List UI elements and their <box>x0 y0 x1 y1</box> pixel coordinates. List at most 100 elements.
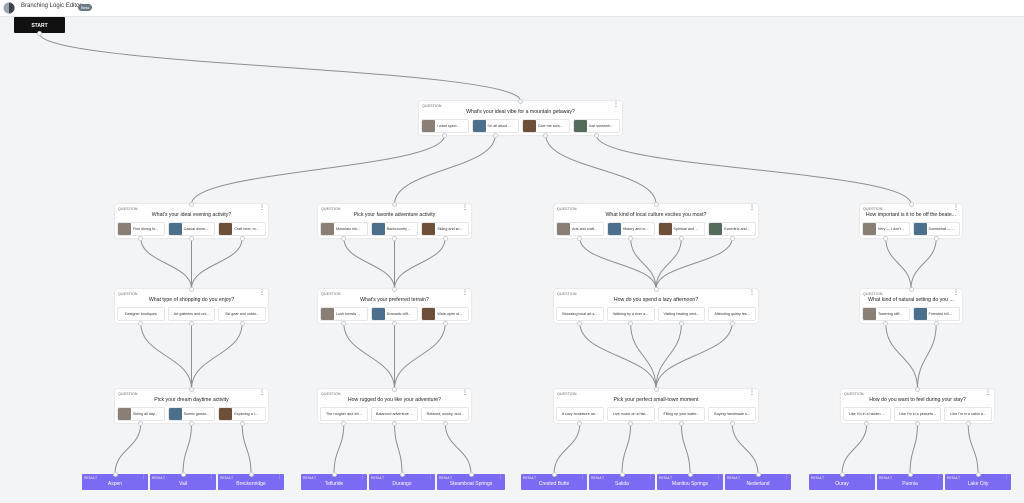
more-vertical-icon[interactable]: ⋮ <box>749 290 755 296</box>
more-vertical-icon[interactable]: ⋮ <box>953 205 959 211</box>
question-node-b3-2[interactable]: QUESTION⋮What kind of natural setting do… <box>860 289 962 323</box>
result-node[interactable]: RESULT⋮Vail <box>150 474 216 490</box>
more-vertical-icon[interactable]: ⋮ <box>259 205 265 211</box>
connector-handle[interactable] <box>729 420 735 426</box>
answer-option[interactable]: Like I'm in a cabin a... <box>944 407 993 421</box>
question-node-b2-2[interactable]: QUESTION⋮How do you spend a lazy afterno… <box>554 289 758 323</box>
connector-handle[interactable] <box>392 286 397 292</box>
answer-option[interactable]: I'm all about ... <box>471 119 519 133</box>
answer-option[interactable]: I want speci... <box>421 119 469 133</box>
more-vertical-icon[interactable]: ⋮ <box>749 205 755 211</box>
connector-handle[interactable] <box>341 420 347 426</box>
more-vertical-icon[interactable]: ⋮ <box>141 474 146 480</box>
connector-handle[interactable] <box>138 235 144 241</box>
more-vertical-icon[interactable]: ⋮ <box>749 390 755 396</box>
connector-handle[interactable] <box>915 386 920 392</box>
result-node[interactable]: RESULT⋮Salida <box>589 474 655 490</box>
answer-option[interactable]: Designer boutiques <box>117 307 165 321</box>
connector-handle[interactable] <box>593 132 599 138</box>
answer-option[interactable]: Craft beer, m... <box>218 222 267 236</box>
connector-handle[interactable] <box>341 235 347 241</box>
question-node-b2-1[interactable]: QUESTION⋮What kind of local culture exci… <box>554 204 758 238</box>
connector-handle[interactable] <box>628 235 634 241</box>
answer-option[interactable]: Wide-open st... <box>421 307 470 321</box>
connector-handle[interactable] <box>653 386 659 392</box>
question-node-b2-3[interactable]: QUESTION⋮Pick your perfect small-town mo… <box>554 389 758 423</box>
connector-handle[interactable] <box>180 471 186 477</box>
more-vertical-icon[interactable]: ⋮ <box>580 474 585 480</box>
answer-option[interactable]: Very — I don't... <box>862 222 910 236</box>
answer-option[interactable]: Attending quirky fes... <box>708 307 756 321</box>
question-node-b1-2[interactable]: QUESTION⋮What's your preferred terrain?L… <box>318 289 471 323</box>
more-vertical-icon[interactable]: ⋮ <box>498 474 503 480</box>
connector-handle[interactable] <box>933 235 939 241</box>
answer-option[interactable]: Dramatic cliff... <box>370 307 419 321</box>
connector-handle[interactable] <box>189 320 194 326</box>
connector-handle[interactable] <box>36 30 42 36</box>
connector-handle[interactable] <box>442 132 448 138</box>
answer-option[interactable]: Arts and craft... <box>556 222 604 236</box>
result-node[interactable]: RESULT⋮Nederland <box>725 474 791 490</box>
more-vertical-icon[interactable]: ⋮ <box>360 474 365 480</box>
connector-handle[interactable] <box>883 235 889 241</box>
connector-handle[interactable] <box>442 235 448 241</box>
connector-handle[interactable] <box>189 201 194 207</box>
more-vertical-icon[interactable]: ⋮ <box>462 205 468 211</box>
connector-handle[interactable] <box>687 471 693 477</box>
answer-option[interactable]: Ski gear and outdo... <box>218 307 267 321</box>
connector-handle[interactable] <box>239 235 245 241</box>
connector-handle[interactable] <box>975 471 981 477</box>
answer-option[interactable]: History and w... <box>606 222 655 236</box>
more-vertical-icon[interactable]: ⋮ <box>277 474 282 480</box>
connector-handle[interactable] <box>907 471 913 477</box>
connector-handle[interactable] <box>112 471 118 477</box>
more-vertical-icon[interactable]: ⋮ <box>462 390 468 396</box>
more-vertical-icon[interactable]: ⋮ <box>462 290 468 296</box>
answer-option[interactable]: Casual dinne... <box>167 222 216 236</box>
more-vertical-icon[interactable]: ⋮ <box>259 290 265 296</box>
connector-handle[interactable] <box>399 471 405 477</box>
connector-handle[interactable] <box>189 386 194 392</box>
answer-option[interactable]: Eccentric and... <box>708 222 756 236</box>
answer-option[interactable]: Forested hill... <box>912 307 960 321</box>
connector-handle[interactable] <box>883 320 889 326</box>
answer-option[interactable]: Walking by a river a... <box>606 307 655 321</box>
connector-handle[interactable] <box>653 201 659 207</box>
connector-handle[interactable] <box>468 471 474 477</box>
result-node[interactable]: RESULT⋮Paonia <box>877 474 943 490</box>
connector-handle[interactable] <box>189 420 194 426</box>
result-node[interactable]: RESULT⋮Durango <box>369 474 435 490</box>
question-node-root[interactable]: QUESTION⋮What's your ideal vibe for a mo… <box>419 101 622 135</box>
more-vertical-icon[interactable]: ⋮ <box>868 474 873 480</box>
result-node[interactable]: RESULT⋮Telluride <box>301 474 367 490</box>
answer-option[interactable]: Art galleries and uni... <box>167 307 216 321</box>
more-vertical-icon[interactable]: ⋮ <box>613 102 619 108</box>
connector-handle[interactable] <box>392 420 397 426</box>
connector-handle[interactable] <box>543 132 549 138</box>
more-vertical-icon[interactable]: ⋮ <box>936 474 941 480</box>
question-node-b3-3[interactable]: QUESTION⋮How do you want to feel during … <box>841 389 994 423</box>
answer-option[interactable]: Fine dining fo... <box>117 222 165 236</box>
connector-handle[interactable] <box>392 386 397 392</box>
answer-option[interactable]: Scenic gondo... <box>167 407 216 421</box>
answer-option[interactable]: Like I'm in a hidden ... <box>843 407 891 421</box>
answer-option[interactable]: Give me som... <box>522 119 570 133</box>
answer-option[interactable]: Live music on a hist... <box>606 407 655 421</box>
connector-handle[interactable] <box>653 286 659 292</box>
question-node-b3-1[interactable]: QUESTION⋮How important is it to be off t… <box>860 204 962 238</box>
answer-option[interactable]: Visiting healing cent... <box>657 307 706 321</box>
answer-option[interactable]: Backcountry ... <box>370 222 419 236</box>
more-vertical-icon[interactable]: ⋮ <box>209 474 214 480</box>
answer-option[interactable]: Skiing and sn... <box>421 222 470 236</box>
connector-handle[interactable] <box>239 320 245 326</box>
answer-option[interactable]: Balanced adventure ... <box>370 407 419 421</box>
connector-handle[interactable] <box>864 420 870 426</box>
connector-handle[interactable] <box>331 471 337 477</box>
answer-option[interactable]: Buying handmade s... <box>708 407 756 421</box>
connector-handle[interactable] <box>628 420 634 426</box>
answer-option[interactable]: Towering cliff... <box>862 307 910 321</box>
more-vertical-icon[interactable]: ⋮ <box>953 290 959 296</box>
connector-handle[interactable] <box>965 420 971 426</box>
connector-handle[interactable] <box>729 235 735 241</box>
connector-handle[interactable] <box>189 286 194 292</box>
